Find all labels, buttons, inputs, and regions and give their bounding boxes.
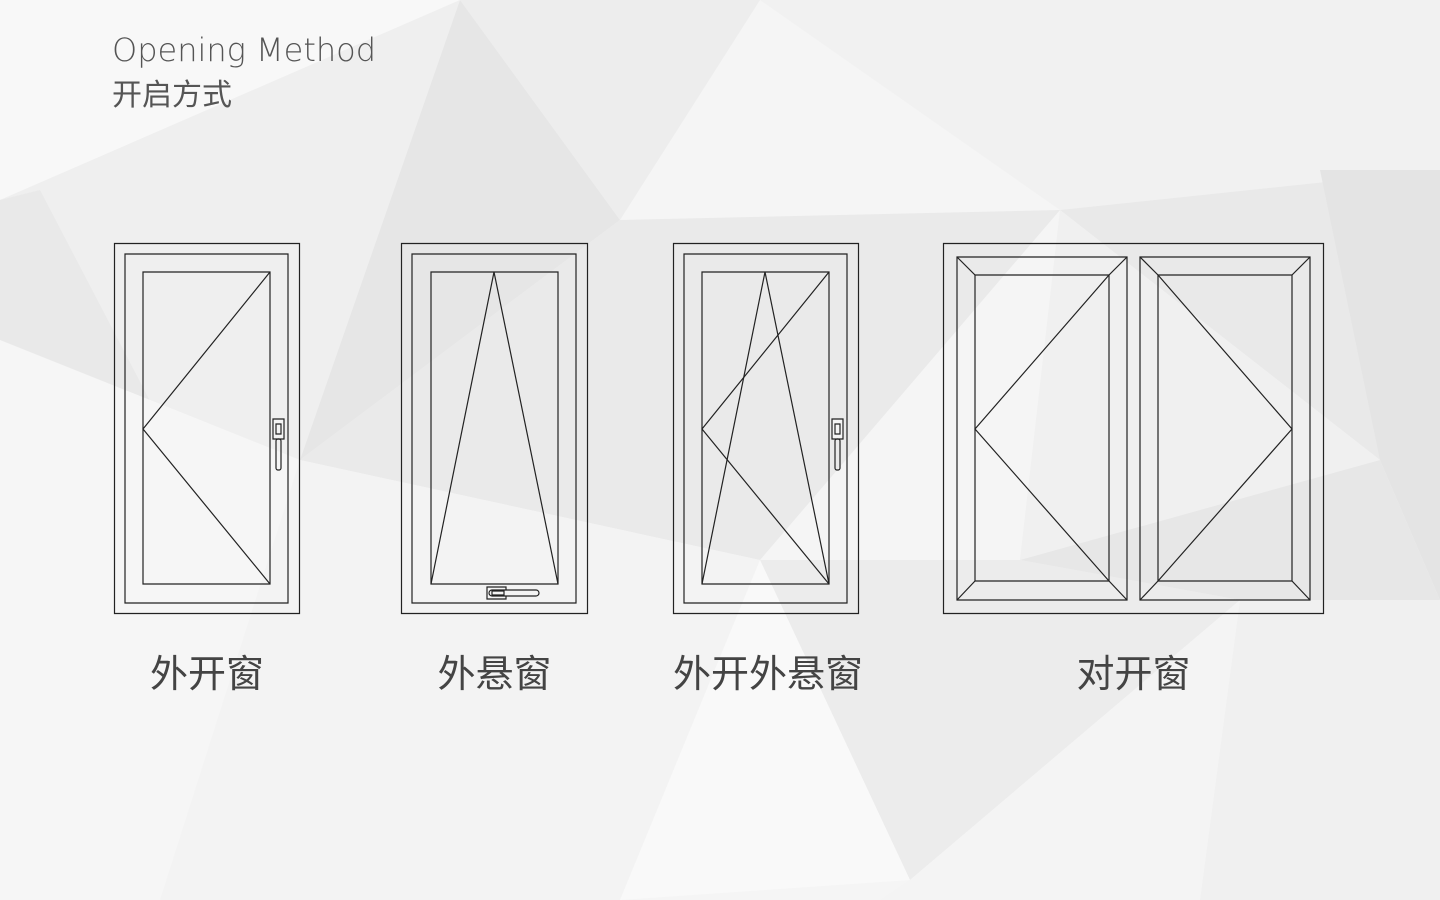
top-hung-window-drawing (401, 243, 588, 614)
handle-icon (273, 419, 284, 470)
left-sash (957, 257, 1127, 600)
casement-window-drawing (114, 243, 300, 614)
caption-casement-window: 外开窗 (149, 652, 264, 696)
right-sash (1140, 257, 1310, 600)
title-english: Opening Method (112, 31, 377, 69)
heading: Opening Method 开启方式 (112, 30, 376, 116)
caption-top-hung-window: 外悬窗 (437, 652, 552, 696)
double-casement-window-drawing (943, 243, 1324, 614)
handle-icon (832, 419, 843, 470)
caption-tilt-turn-window: 外开外悬窗 (673, 652, 864, 696)
caption-double-casement-window: 对开窗 (1076, 652, 1191, 696)
tilt-turn-window-drawing (673, 243, 859, 614)
title-chinese: 开启方式 (112, 78, 232, 113)
stay-hardware-icon (487, 587, 539, 599)
